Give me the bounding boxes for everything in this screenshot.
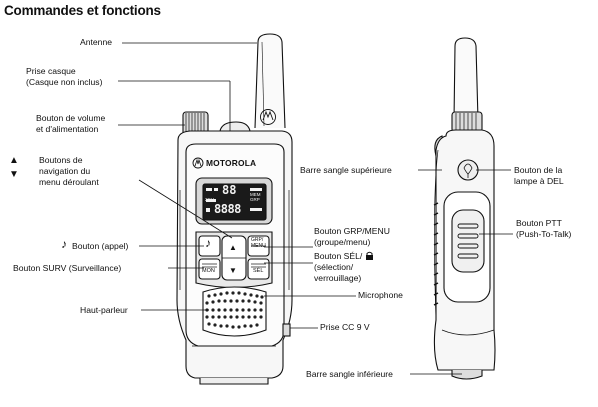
- label-speaker: Haut-parleur: [80, 305, 128, 315]
- label-volume: Bouton de volume et d'alimentation: [36, 113, 106, 134]
- leader-lines: [118, 42, 513, 375]
- label-lower-strap-bar: Barre sangle inférieure: [306, 369, 393, 379]
- nav-up-icon: ▲: [9, 155, 19, 166]
- label-call-button: Bouton (appel): [72, 241, 129, 251]
- side-radio: [433, 37, 496, 380]
- lcd-label-2ch: 2CH: [205, 197, 215, 202]
- lcd-label-mem: MEM: [250, 192, 261, 197]
- grp-menu-key[interactable]: GRP/MENU: [251, 237, 266, 249]
- label-microphone: Microphone: [358, 290, 403, 300]
- brand-logo-text: MOTOROLA: [206, 158, 257, 168]
- label-dc-jack: Prise CC 9 V: [320, 322, 370, 332]
- lcd-digits-top: 88: [222, 183, 237, 197]
- nav-down-icon: ▼: [9, 169, 19, 180]
- ptt-button: [451, 209, 485, 273]
- lock-icon: [365, 251, 373, 260]
- call-key[interactable]: ♪: [205, 236, 211, 250]
- label-headset-jack: Prise casque (Casque non inclus): [26, 66, 103, 87]
- lcd-label-grp: GRP: [250, 197, 260, 202]
- label-grp-menu: Bouton GRP/MENU (groupe/menu): [314, 226, 390, 247]
- headset-jack: [219, 121, 251, 132]
- dc-port: [282, 323, 291, 337]
- antenna-side: [453, 37, 479, 121]
- label-antenna: Antenne: [80, 37, 113, 47]
- label-surv-button: Bouton SURV (Surveillance): [13, 263, 122, 273]
- label-nav-buttons: Boutons de navigation du menu déroulant: [39, 155, 99, 187]
- lcd-segments: [206, 188, 262, 212]
- label-sel-lock: Bouton SÉL/ (sélection/ verrouillage): [314, 251, 374, 284]
- lcd-digits-bottom: 8888: [214, 202, 241, 216]
- label-led-lamp: Bouton de la lampe à DEL: [514, 165, 564, 186]
- speaker-grille: [202, 286, 267, 337]
- lower-strap-bar: [451, 370, 483, 380]
- label-ptt-button: Bouton PTT (Push-To-Talk): [516, 218, 572, 239]
- mon-key[interactable]: MON: [202, 268, 215, 274]
- sel-key[interactable]: SÉL: [253, 268, 264, 274]
- page-title: Commandes et fonctions: [4, 3, 161, 18]
- nav-down-key[interactable]: ▼: [229, 266, 237, 275]
- nav-up-key[interactable]: ▲: [229, 243, 237, 252]
- label-upper-strap-bar: Barre sangle supérieure: [300, 165, 392, 175]
- antenna-front: [254, 33, 286, 129]
- music-note-icon: ♪: [61, 237, 67, 251]
